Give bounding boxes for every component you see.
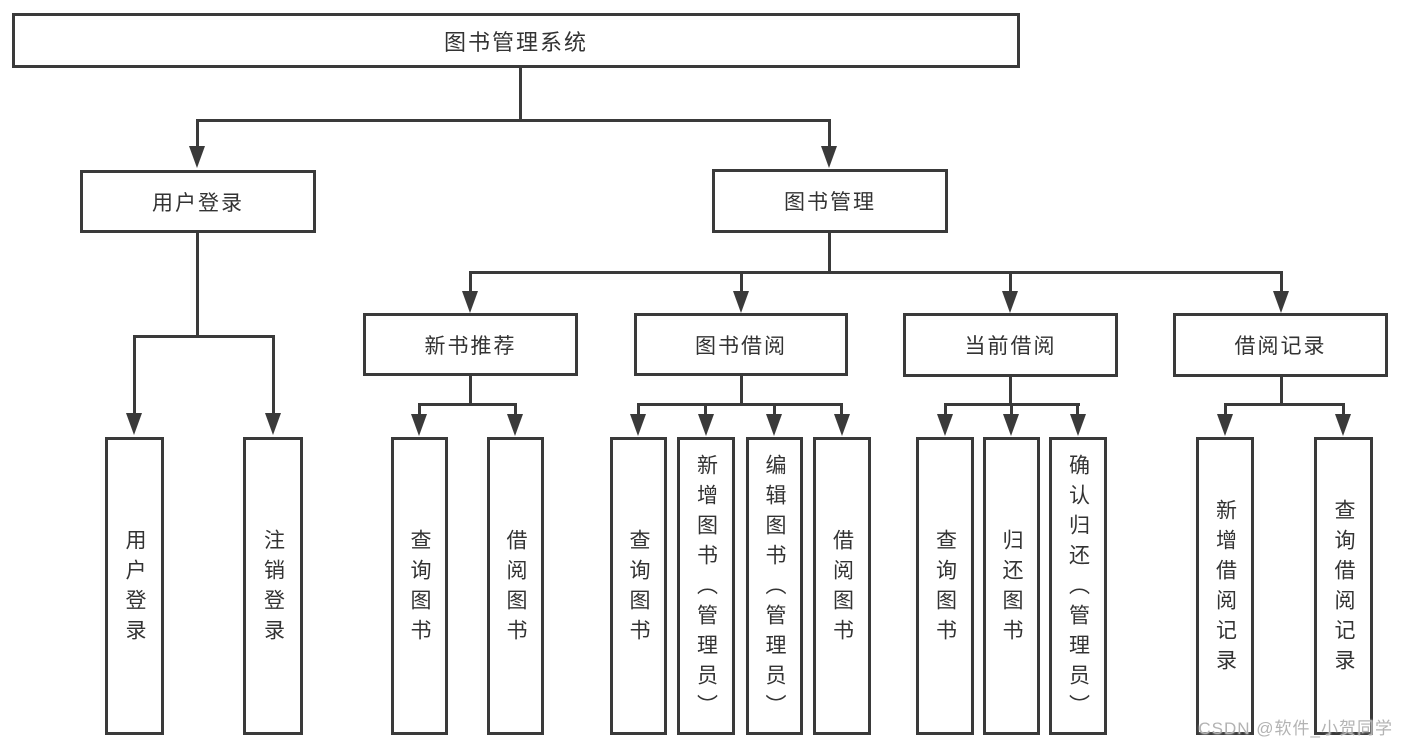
arrow-down-icon bbox=[1335, 414, 1351, 436]
node-borrow-records: 借阅记录 bbox=[1173, 313, 1388, 377]
arrow-down-icon bbox=[937, 414, 953, 436]
connector-vline bbox=[1010, 403, 1013, 416]
node-book-management-label: 图书管理 bbox=[784, 191, 876, 214]
leaf-query-books-recommend-label: 查询图书 bbox=[408, 529, 431, 649]
leaf-add-book-admin-label: 新增图书（管理员） bbox=[694, 454, 718, 724]
connector-vline bbox=[1280, 271, 1283, 293]
connector-vline bbox=[418, 403, 421, 416]
connector-vline bbox=[1342, 403, 1345, 416]
arrow-down-icon bbox=[1070, 414, 1086, 436]
connector-vline bbox=[1280, 377, 1283, 406]
arrow-down-icon bbox=[834, 414, 850, 436]
arrow-down-icon bbox=[698, 414, 714, 436]
leaf-borrow-books-recommend: 借阅图书 bbox=[487, 437, 544, 735]
node-current-borrow: 当前借阅 bbox=[903, 313, 1118, 377]
arrow-down-icon bbox=[411, 414, 427, 436]
leaf-query-borrow-record: 查询借阅记录 bbox=[1314, 437, 1373, 735]
node-new-book-recommend: 新书推荐 bbox=[363, 313, 578, 376]
leaf-add-borrow-record-label: 新增借阅记录 bbox=[1213, 499, 1237, 679]
leaf-user-login-label: 用户登录 bbox=[123, 529, 146, 649]
leaf-query-books-borrow-label: 查询图书 bbox=[627, 529, 650, 649]
connector-vline bbox=[514, 403, 517, 416]
node-book-borrow: 图书借阅 bbox=[634, 313, 848, 376]
leaf-edit-book-admin: 编辑图书（管理员） bbox=[746, 437, 803, 735]
arrow-down-icon bbox=[766, 414, 782, 436]
node-user-login: 用户登录 bbox=[80, 170, 316, 233]
leaf-return-book: 归还图书 bbox=[983, 437, 1040, 735]
csdn-watermark: CSDN @软件_小贺同学 bbox=[1198, 719, 1393, 738]
arrow-down-icon bbox=[126, 413, 142, 435]
arrow-down-icon bbox=[630, 414, 646, 436]
leaf-query-borrow-record-label: 查询借阅记录 bbox=[1332, 499, 1355, 679]
node-user-login-label: 用户登录 bbox=[152, 191, 244, 215]
arrow-down-icon bbox=[462, 291, 478, 313]
connector-hline bbox=[133, 335, 275, 338]
arrow-down-icon bbox=[821, 146, 837, 168]
connector-hline bbox=[1224, 403, 1345, 406]
arrow-down-icon bbox=[507, 414, 523, 436]
connector-hline bbox=[469, 271, 1282, 274]
connector-vline bbox=[828, 233, 831, 274]
leaf-query-books-current: 查询图书 bbox=[916, 437, 974, 735]
leaf-add-borrow-record: 新增借阅记录 bbox=[1196, 437, 1254, 735]
connector-hline bbox=[637, 403, 843, 406]
connector-vline bbox=[1076, 403, 1079, 416]
arrow-down-icon bbox=[1002, 291, 1018, 313]
leaf-logout: 注销登录 bbox=[243, 437, 303, 735]
arrow-down-icon bbox=[189, 146, 205, 168]
leaf-user-login: 用户登录 bbox=[105, 437, 164, 735]
connector-vline bbox=[840, 403, 843, 416]
leaf-confirm-return-admin-label: 确认归还（管理员） bbox=[1066, 454, 1090, 724]
arrow-down-icon bbox=[733, 291, 749, 313]
node-book-borrow-label: 图书借阅 bbox=[695, 334, 787, 358]
connector-vline bbox=[519, 68, 522, 121]
connector-vline bbox=[196, 233, 199, 338]
connector-vline bbox=[469, 376, 472, 406]
connector-vline bbox=[773, 403, 776, 416]
leaf-borrow-books-2-label: 借阅图书 bbox=[830, 529, 854, 649]
connector-vline bbox=[133, 335, 136, 415]
connector-vline bbox=[704, 403, 707, 416]
leaf-borrow-books-2: 借阅图书 bbox=[813, 437, 871, 735]
arrow-down-icon bbox=[1273, 291, 1289, 313]
node-new-book-recommend-label: 新书推荐 bbox=[424, 334, 517, 358]
arrow-down-icon bbox=[265, 413, 281, 435]
leaf-edit-book-admin-label: 编辑图书（管理员） bbox=[763, 454, 786, 724]
leaf-add-book-admin: 新增图书（管理员） bbox=[677, 437, 735, 735]
connector-vline bbox=[1224, 403, 1227, 416]
leaf-confirm-return-admin: 确认归还（管理员） bbox=[1049, 437, 1107, 735]
connector-hline bbox=[196, 119, 831, 122]
connector-vline bbox=[1009, 377, 1012, 406]
arrow-down-icon bbox=[1003, 414, 1019, 436]
leaf-borrow-books-recommend-label: 借阅图书 bbox=[504, 529, 527, 649]
connector-hline bbox=[418, 403, 517, 406]
connector-vline bbox=[828, 119, 831, 149]
leaf-logout-label: 注销登录 bbox=[261, 529, 285, 649]
connector-vline bbox=[944, 403, 947, 416]
leaf-query-books-recommend: 查询图书 bbox=[391, 437, 448, 735]
connector-vline bbox=[272, 335, 275, 415]
node-root-label: 图书管理系统 bbox=[443, 29, 588, 55]
node-root: 图书管理系统 bbox=[12, 13, 1020, 68]
leaf-query-books-borrow: 查询图书 bbox=[610, 437, 667, 735]
leaf-return-book-label: 归还图书 bbox=[1000, 529, 1023, 649]
leaf-query-books-current-label: 查询图书 bbox=[933, 529, 957, 649]
connector-vline bbox=[469, 271, 472, 293]
connector-vline bbox=[740, 271, 743, 293]
connector-vline bbox=[1009, 271, 1012, 293]
connector-vline bbox=[740, 376, 743, 406]
connector-vline bbox=[637, 403, 640, 416]
node-current-borrow-label: 当前借阅 bbox=[964, 335, 1057, 358]
node-borrow-records-label: 借阅记录 bbox=[1234, 335, 1327, 358]
node-book-management: 图书管理 bbox=[712, 169, 948, 233]
connector-vline bbox=[196, 119, 199, 149]
arrow-down-icon bbox=[1217, 414, 1233, 436]
